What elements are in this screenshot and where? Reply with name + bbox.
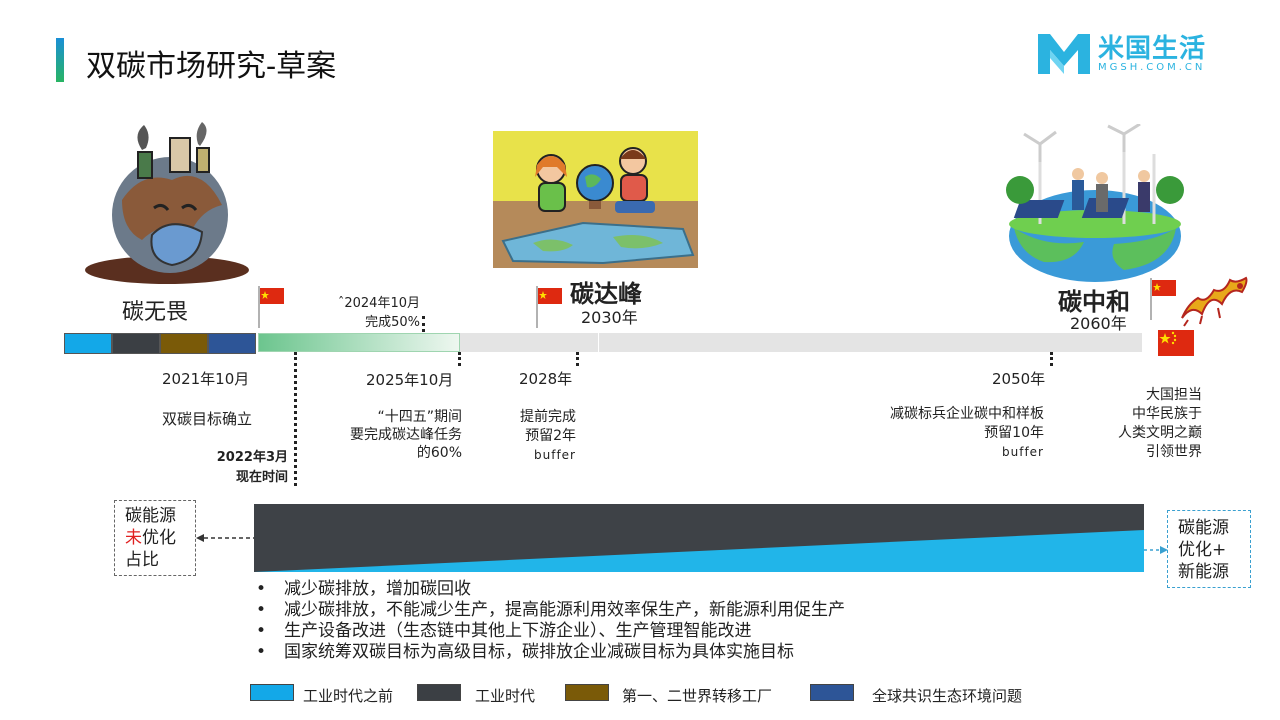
desc-2025-line1: “十四五”期间 — [377, 409, 462, 425]
desc-final-line4: 引领世界 — [1146, 444, 1202, 460]
stage-fearless-label: 碳无畏 — [122, 300, 189, 325]
energy-left-line1: 碳能源 — [125, 506, 176, 526]
now-line1: 2022年3月 — [216, 450, 288, 465]
green-earth-illustration — [1006, 124, 1184, 282]
desc-2025: “十四五”期间 要完成碳达峰任务 的60% — [310, 408, 462, 462]
note-2024: ˆ2024年10月 完成50% — [300, 294, 420, 332]
polluted-earth-illustration — [85, 122, 249, 284]
energy-right-line3: 新能源 — [1178, 562, 1229, 582]
legend-label-pre-industrial: 工业时代之前 — [303, 687, 394, 705]
legend-swatch-consensus — [810, 684, 854, 701]
desc-2050-line3: buffer — [1002, 445, 1044, 459]
arrow-left-icon — [196, 534, 254, 542]
now-line2: 现在时间 — [235, 470, 288, 485]
stage-neutral-year: 2060年 — [1070, 314, 1127, 333]
desc-2028: 提前完成 预留2年 buffer — [480, 408, 576, 465]
energy-left-line2: 未优化 — [125, 527, 195, 549]
timeline-progress — [258, 333, 460, 352]
china-flag-icon — [536, 286, 562, 328]
tick-2028 — [576, 352, 579, 366]
tick-2024 — [422, 316, 425, 332]
desc-2028-line1: 提前完成 — [520, 409, 576, 425]
list-item: 减少碳排放，不能减少生产，提高能源利用效率保生产，新能源利用促生产 — [254, 600, 845, 621]
energy-left-rest: 优化 — [142, 528, 176, 548]
date-2028: 2028年 — [519, 370, 573, 388]
legend-label-industrial: 工业时代 — [475, 687, 536, 705]
desc-final-line3: 人类文明之巅 — [1118, 425, 1202, 441]
timeline-2030-marker — [598, 330, 599, 354]
title-accent-bar — [56, 38, 64, 82]
legend-label-transfer: 第一、二世界转移工厂 — [622, 687, 773, 705]
era-block-pre-industrial — [64, 333, 112, 354]
energy-box-optimized: 碳能源 优化+ 新能源 — [1167, 510, 1251, 588]
stage-peak-title: 碳达峰 — [570, 279, 642, 308]
energy-left-line3: 占比 — [125, 550, 159, 570]
china-flag-icon — [1158, 330, 1194, 356]
desc-final: 大国担当 中华民族于 人类文明之巅 引领世界 — [1090, 386, 1202, 462]
legend-swatch-transfer — [565, 684, 609, 701]
energy-light-area — [254, 530, 1144, 572]
list-item: 国家统筹双碳目标为高级目标，碳排放企业减碳目标为具体实施目标 — [254, 642, 845, 663]
energy-right-line2: 优化+ — [1178, 540, 1227, 560]
note-2024-line1: ˆ2024年10月 — [337, 296, 420, 311]
era-block-consensus — [208, 333, 256, 354]
tick-2050 — [1050, 352, 1053, 366]
note-2024-line2: 完成50% — [365, 315, 420, 330]
stage-neutral-title: 碳中和 — [1058, 287, 1130, 316]
energy-transition-graphic — [254, 504, 1144, 572]
children-globe-illustration — [493, 131, 698, 268]
stage-peak-year: 2030年 — [581, 308, 638, 327]
desc-2028-line3: buffer — [534, 448, 576, 462]
era-block-transfer — [160, 333, 208, 354]
date-2025: 2025年10月 — [366, 371, 454, 389]
desc-2050-line2: 预留10年 — [984, 425, 1044, 441]
logo-subtext: MGSH.COM.CN — [1098, 62, 1206, 73]
desc-2050-line1: 减碳标兵企业碳中和样板 — [890, 406, 1044, 422]
desc-final-line2: 中华民族于 — [1132, 406, 1202, 422]
legend-swatch-industrial — [417, 684, 461, 701]
brand-logo: 米国生活 MGSH.COM.CN — [1036, 30, 1246, 78]
energy-right-line1: 碳能源 — [1178, 518, 1229, 538]
strategy-bullet-list: 减少碳排放，增加碳回收 减少碳排放，不能减少生产，提高能源利用效率保生产，新能源… — [254, 579, 845, 663]
desc-final-line1: 大国担当 — [1146, 387, 1202, 403]
china-flag-icon — [1150, 278, 1176, 320]
legend-label-consensus: 全球共识生态环境问题 — [872, 687, 1023, 705]
dragon-icon — [1181, 276, 1248, 327]
timeline-track — [258, 333, 1142, 352]
desc-2021: 双碳目标确立 — [162, 410, 253, 428]
tick-now — [294, 352, 297, 486]
now-label: 2022年3月 现在时间 — [168, 448, 288, 488]
page-title: 双碳市场研究-草案 — [86, 49, 337, 84]
desc-2025-line3: 的60% — [416, 445, 462, 461]
desc-2050: 减碳标兵企业碳中和样板 预留10年 buffer — [842, 405, 1044, 462]
list-item: 生产设备改进（生态链中其他上下游企业）、生产管理智能改进 — [254, 621, 845, 642]
logo-text: 米国生活 — [1098, 34, 1207, 64]
list-item: 减少碳排放，增加碳回收 — [254, 579, 845, 600]
china-flag-icon — [258, 286, 284, 328]
legend-swatch-pre-industrial — [250, 684, 294, 701]
date-2050: 2050年 — [992, 370, 1046, 388]
logo-m-icon — [1038, 34, 1090, 74]
energy-left-red: 未 — [125, 528, 142, 548]
tick-2025 — [458, 352, 461, 366]
arrow-right-icon — [1144, 546, 1168, 554]
desc-2025-line2: 要完成碳达峰任务 — [350, 427, 462, 443]
date-2021: 2021年10月 — [162, 370, 250, 388]
desc-2028-line2: 预留2年 — [525, 428, 576, 444]
era-block-industrial — [112, 333, 160, 354]
energy-box-unoptimized: 碳能源 未优化 占比 — [114, 500, 196, 576]
